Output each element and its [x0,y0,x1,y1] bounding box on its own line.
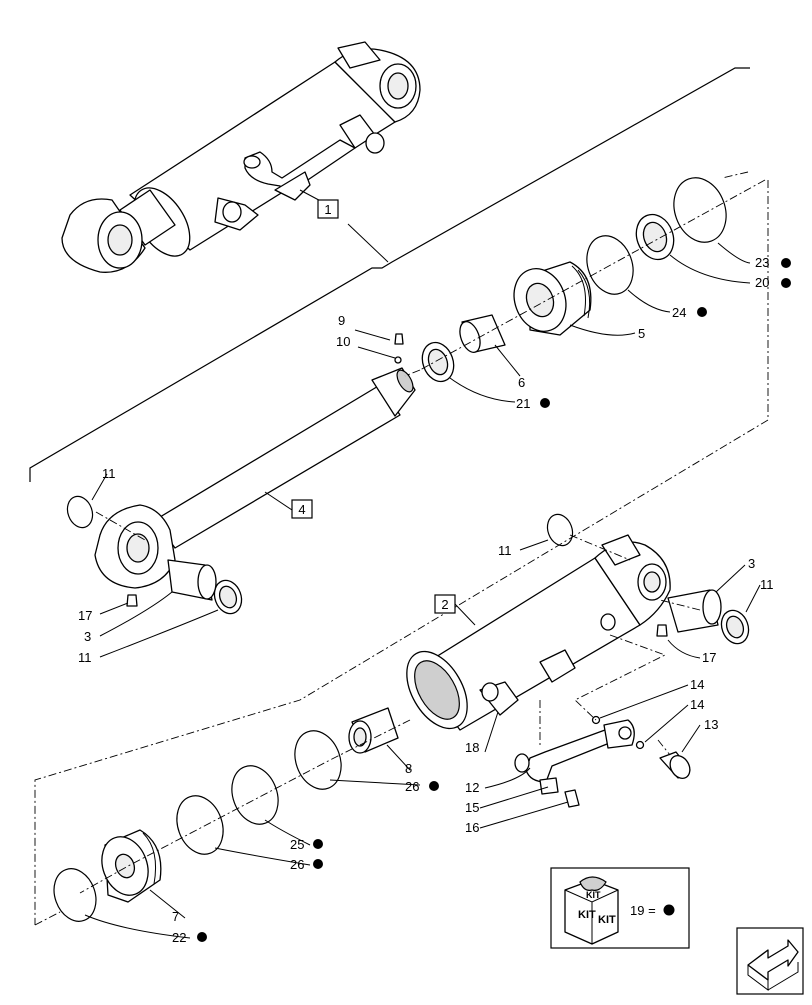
centerlines [34,171,769,926]
callout-11-a: 11 [102,466,116,481]
kit-dot-21 [540,398,550,408]
kit-dot-23 [781,258,791,268]
grease-fitting-17-a [126,594,138,607]
kit-dot-25 [313,839,323,849]
callout-26-a: 26 [405,779,419,794]
ring-25 [231,765,279,825]
callout-15: 15 [465,800,479,815]
callout-17-b: 17 [702,650,716,665]
backup-ring-20 [635,213,675,261]
hydraulic-tube-assembly [514,719,635,808]
kit-legend: KIT KIT KIT 19 = [550,867,690,949]
callout-17-a: 17 [78,608,92,623]
callout-14-b: 14 [690,697,704,712]
ring-11-a [66,495,94,529]
plug-13 [659,751,691,779]
kit-equation: 19 = [630,903,656,918]
callout-7: 7 [172,909,179,924]
callout-11-c: 11 [498,543,512,558]
next-page-arrow-icon[interactable] [736,927,804,995]
ball-10 [394,356,402,364]
callout-9: 9 [338,313,345,328]
callout-box-2 [434,594,456,614]
bushing-8 [348,707,399,754]
clamp-15 [539,777,559,795]
grease-fitting-9 [394,333,404,345]
callout-25: 25 [290,837,304,852]
leader-lines [84,189,761,939]
callout-box-1 [317,199,339,219]
callout-10: 10 [336,334,350,349]
callout-22: 22 [172,930,186,945]
cylinder-assembly-1 [61,41,421,273]
o-ring-22 [53,868,97,922]
callout-16: 16 [465,820,479,835]
callout-12: 12 [465,780,479,795]
callout-24: 24 [672,305,686,320]
ring-11-d [720,609,750,645]
grease-fitting-17-b [656,624,668,637]
callout-4: 4 [298,502,305,517]
o-ring-23 [673,177,727,243]
kit-dot-20 [781,278,791,288]
callout-6: 6 [518,375,525,390]
callout-8: 8 [405,761,412,776]
leader-1-down [347,223,389,263]
callout-5: 5 [638,326,645,341]
ring-21 [421,341,455,383]
piston-rod-4 [94,367,416,589]
kit-label-right: KIT [598,914,616,926]
kit-label-top: KIT [586,890,601,900]
ring-26-a [294,730,342,790]
gland-5 [513,261,592,336]
bolt-16 [564,789,580,808]
callout-26-b: 26 [290,857,304,872]
kit-dot-22 [197,932,207,942]
ring-26-b [176,795,224,855]
callout-20: 20 [755,275,769,290]
callout-14-a: 14 [690,677,704,692]
callout-11-b: 11 [78,650,92,665]
callout-3-a: 3 [84,629,91,644]
seal-ring-24 [586,235,634,295]
kit-dot-26-a [429,781,439,791]
callout-21: 21 [516,396,530,411]
piston-7 [101,829,162,903]
ring-11-b [213,579,243,615]
ring-11-c [546,513,574,547]
callout-3-b: 3 [748,556,755,571]
assembly-bracket [29,67,750,482]
callout-11-d: 11 [760,577,774,592]
washer-14-b [635,740,645,750]
callout-13: 13 [704,717,718,732]
callout-23: 23 [755,255,769,270]
callout-labels: 1 23 20 24 5 6 21 9 10 11 4 17 3 11 11 2… [78,199,791,945]
kit-dot-26-b [313,859,323,869]
kit-dot-24 [697,307,707,317]
callout-2: 2 [441,597,448,612]
callout-18: 18 [465,740,479,755]
bushing-3-b [667,589,722,633]
bushing-3-a [167,559,217,601]
cylinder-barrel-2 [406,534,671,731]
bushing-6 [459,314,506,353]
kit-dot-legend [663,904,675,916]
kit-label-left: KIT [578,909,596,921]
callout-1: 1 [324,202,331,217]
callout-box-4 [291,499,313,519]
